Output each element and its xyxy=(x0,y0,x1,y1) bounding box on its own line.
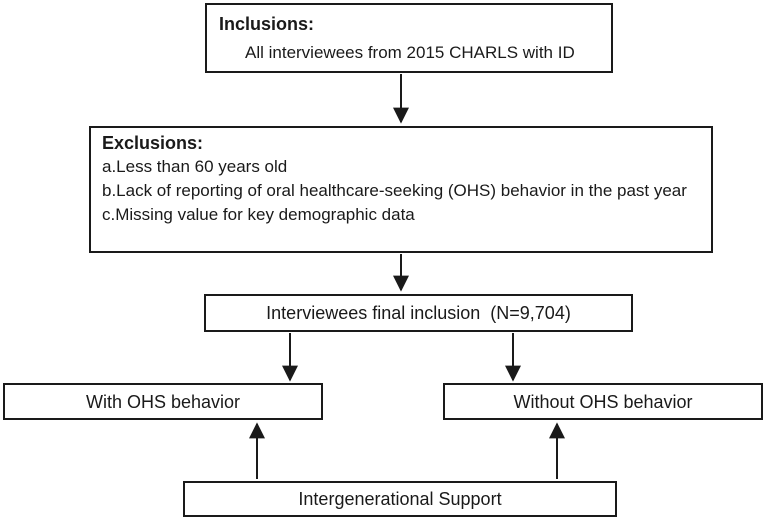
exclusion-item-a: a.Less than 60 years old xyxy=(102,157,288,176)
intergenerational-support-box: Intergenerational Support xyxy=(183,481,617,517)
exclusion-item-c: c.Missing value for key demographic data xyxy=(102,205,415,224)
inclusions-body: All interviewees from 2015 CHARLS with I… xyxy=(245,43,575,62)
without-ohs-behavior-box: Without OHS behavior xyxy=(443,383,763,420)
inclusions-box: Inclusions: All interviewees from 2015 C… xyxy=(205,3,613,73)
final-inclusion-box: Interviewees final inclusion (N=9,704) xyxy=(204,294,633,332)
with-ohs-behavior-box: With OHS behavior xyxy=(3,383,323,420)
inclusions-title: Inclusions: xyxy=(219,14,315,34)
exclusion-item-b: b.Lack of reporting of oral healthcare-s… xyxy=(102,181,687,200)
exclusions-title: Exclusions: xyxy=(102,133,204,153)
exclusions-box: Exclusions: a.Less than 60 years old b.L… xyxy=(89,126,713,253)
